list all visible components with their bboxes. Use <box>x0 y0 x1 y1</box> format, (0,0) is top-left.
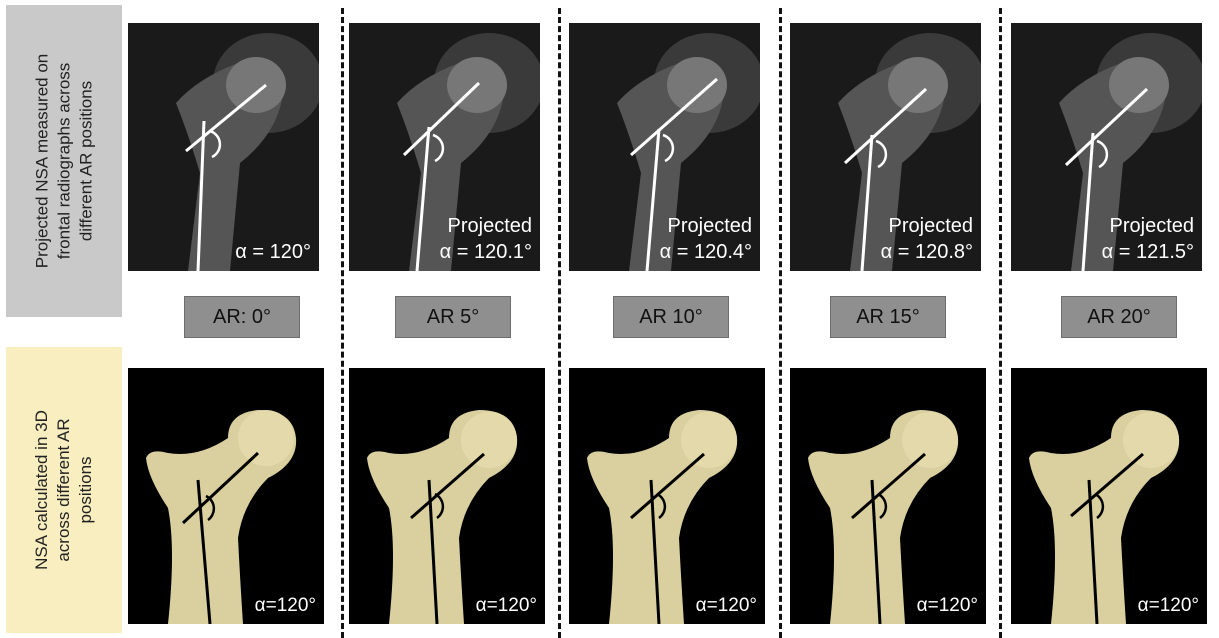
ar-box-15: AR 15° <box>830 296 946 338</box>
xray-angle-label: Projected α = 120.1° <box>440 213 532 265</box>
xray-image-ar15: Projected α = 120.8° <box>790 23 981 271</box>
bone3d-femur-graphic <box>349 368 545 624</box>
bone3d-femur-graphic <box>790 368 986 624</box>
ar-box-10: AR 10° <box>613 296 729 338</box>
bone3d-femur-graphic <box>569 368 765 624</box>
divider-4 <box>999 8 1002 638</box>
xray-image-ar5: Projected α = 120.1° <box>349 23 540 271</box>
bone3d-angle-label: α=120° <box>696 594 757 618</box>
side-label-3d-text: NSA calculated in 3D across different AR… <box>31 410 97 570</box>
bone3d-angle-label: α=120° <box>255 594 316 618</box>
xray-image-ar20: Projected α = 121.5° <box>1011 23 1202 271</box>
xray-angle-label: Projected α = 121.5° <box>1102 213 1194 265</box>
bone3d-femur-graphic <box>1011 368 1207 624</box>
bone3d-image-ar15: α=120° <box>790 368 986 624</box>
bone3d-angle-label: α=120° <box>476 594 537 618</box>
side-label-projected: Projected NSA measured on frontal radiog… <box>6 5 122 317</box>
divider-1 <box>341 8 344 638</box>
xray-angle-label: Projected α = 120.8° <box>881 213 973 265</box>
bone3d-angle-label: α=120° <box>917 594 978 618</box>
xray-image-ar10: Projected α = 120.4° <box>569 23 760 271</box>
bone3d-image-ar10: α=120° <box>569 368 765 624</box>
bone3d-femur-graphic <box>128 368 324 624</box>
ar-box-5: AR 5° <box>395 296 511 338</box>
ar-box-0: AR: 0° <box>184 296 300 338</box>
divider-2 <box>558 8 561 638</box>
ar-box-20: AR 20° <box>1061 296 1177 338</box>
bone3d-image-ar5: α=120° <box>349 368 545 624</box>
divider-3 <box>779 8 782 638</box>
side-label-3d: NSA calculated in 3D across different AR… <box>6 347 122 633</box>
xray-femur-graphic <box>128 23 319 271</box>
bone3d-image-ar20: α=120° <box>1011 368 1207 624</box>
side-label-projected-text: Projected NSA measured on frontal radiog… <box>31 54 97 269</box>
xray-image-ar0: α = 120° <box>128 23 319 271</box>
bone3d-angle-label: α=120° <box>1138 594 1199 618</box>
xray-angle-label: Projected α = 120.4° <box>660 213 752 265</box>
bone3d-image-ar0: α=120° <box>128 368 324 624</box>
xray-angle-label: α = 120° <box>235 239 311 265</box>
